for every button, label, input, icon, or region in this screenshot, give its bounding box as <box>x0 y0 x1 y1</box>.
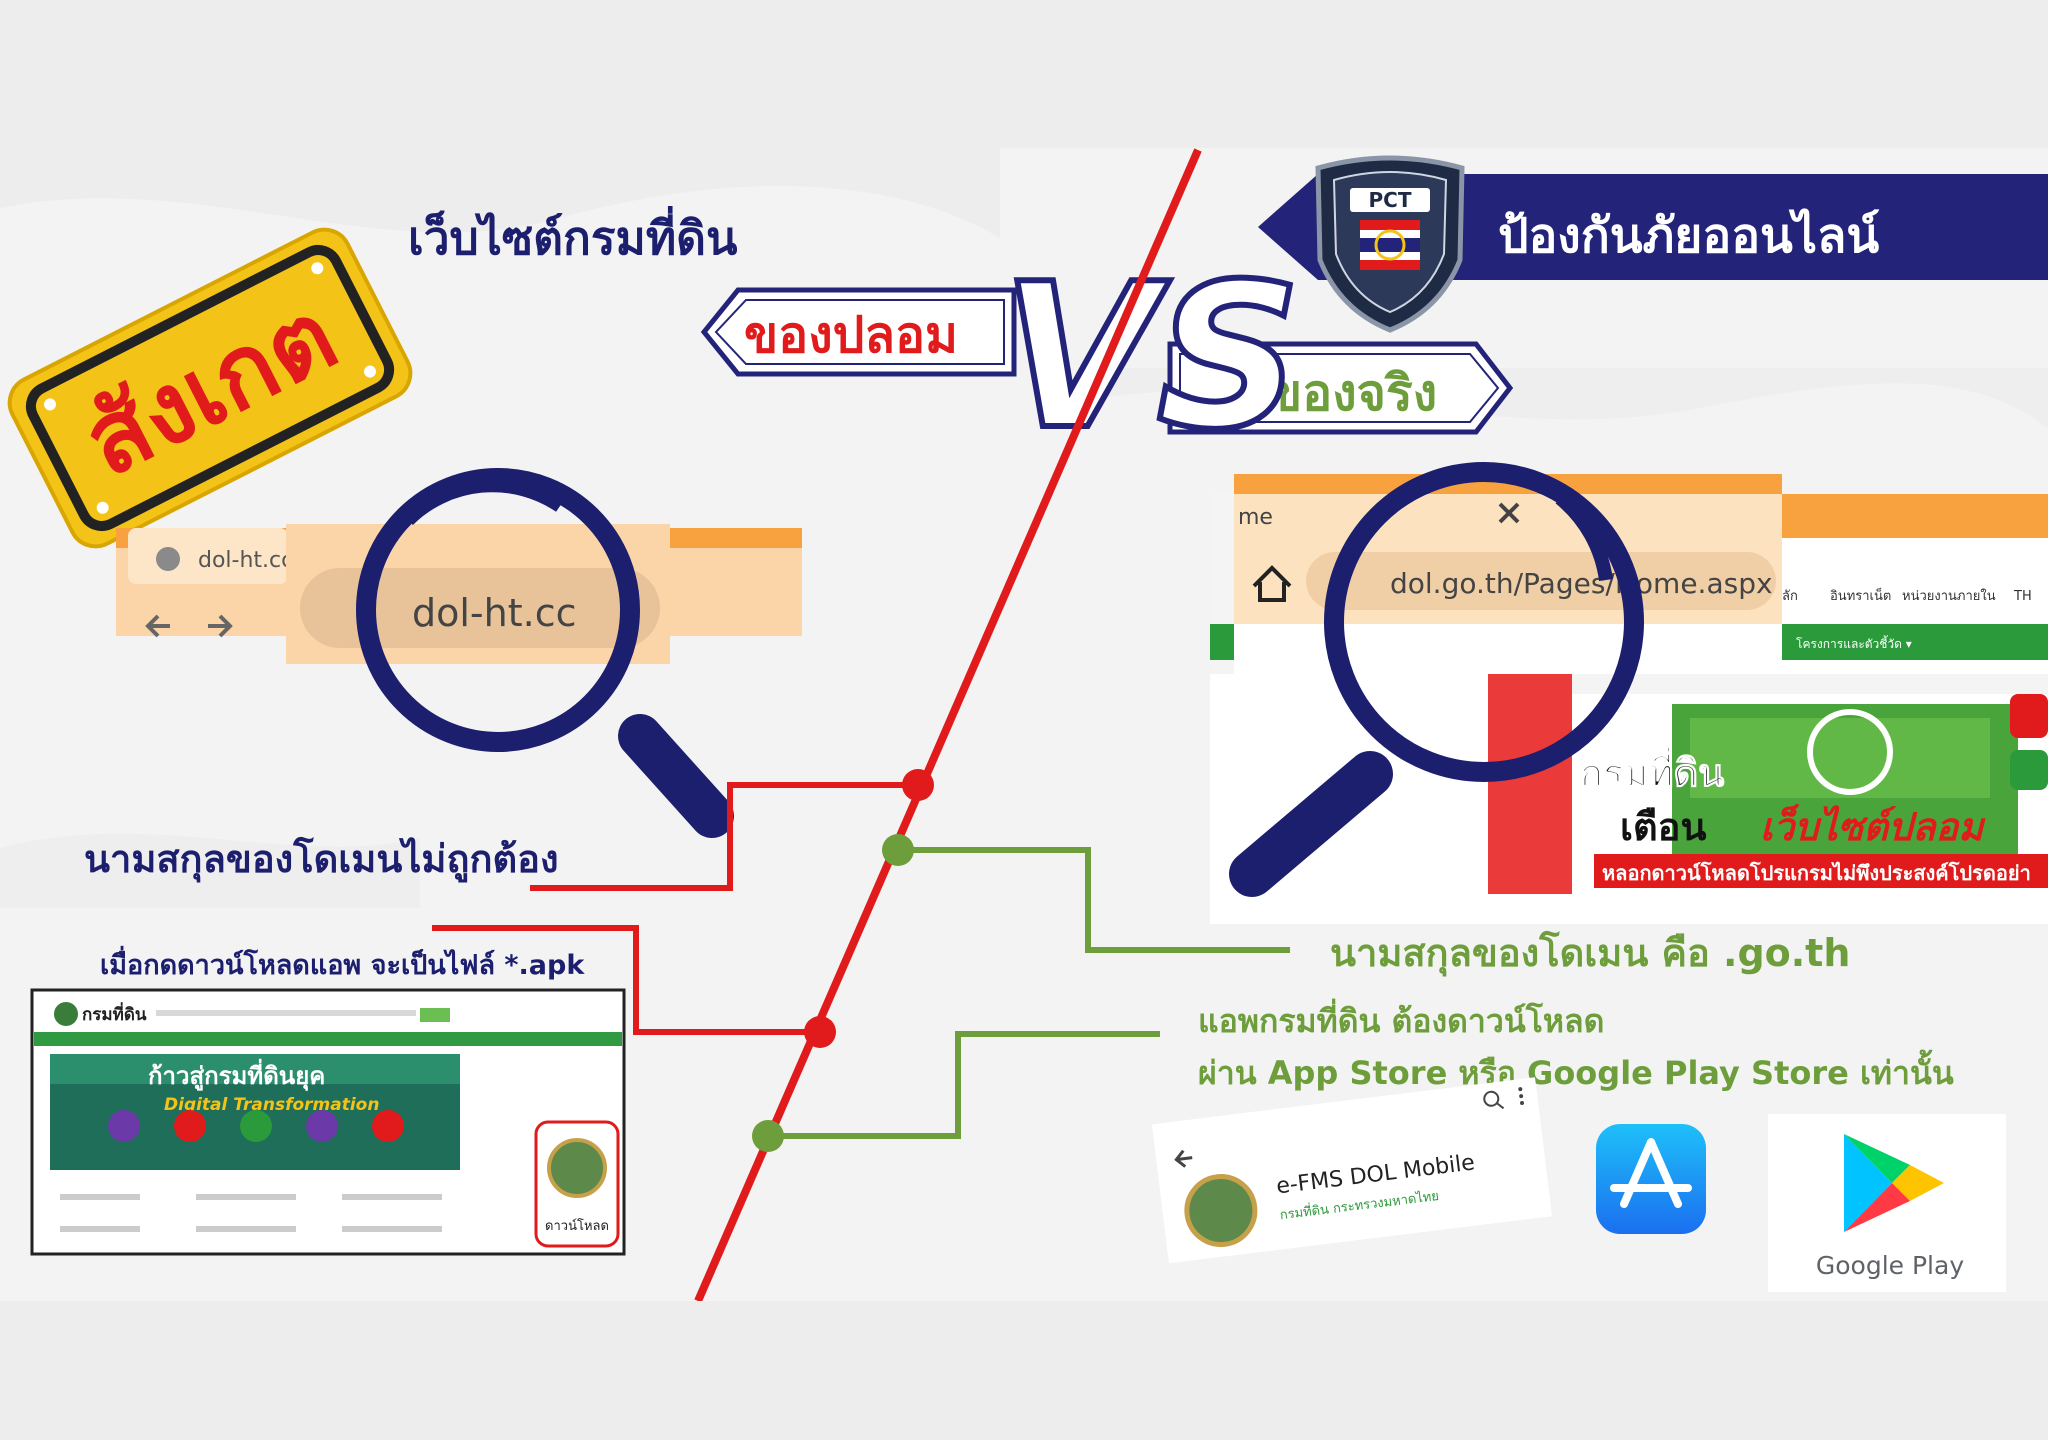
poster: ป้องกันภัยออนไลน์ PCT สังเกต เว็บไซต์กรม… <box>0 148 2048 1301</box>
background-texture <box>0 148 2048 908</box>
search-icon <box>1483 1090 1500 1107</box>
arrow-left-icon <box>1174 1149 1193 1168</box>
app-note-2: ผ่าน App Store หรือ Google Play Store เท… <box>1198 1049 1954 1092</box>
warning-sign: สังเกต <box>7 227 413 549</box>
real-tab-text: me <box>1238 505 1273 530</box>
magnifier-icon <box>1229 462 1644 897</box>
more-vertical-icon <box>1518 1087 1523 1092</box>
headline: เว็บไซต์กรมที่ดิน <box>408 206 738 265</box>
news-sub: หลอกดาวน์โหลดโปรแกรมไม่พึงประสงค์โปรดอย่… <box>1602 861 2031 885</box>
fake-banner-sub: Digital Transformation <box>164 1095 379 1115</box>
real-label-text: ของจริง <box>1268 364 1437 422</box>
fake-site-logo: กรมที่ดิน <box>82 1002 147 1025</box>
logo-icon <box>54 1002 78 1026</box>
fake-label: ของปลอม <box>700 287 1017 377</box>
fake-browser: dol-ht.cc dol-ht.cc <box>116 524 802 664</box>
fake-url: dol-ht.cc <box>412 591 577 635</box>
fake-label-text: ของปลอม <box>744 306 958 364</box>
google-play-label: Google Play <box>1816 1251 1964 1280</box>
pct-badge: PCT <box>1315 155 1465 333</box>
vs-text: VS <box>1002 241 1301 474</box>
real-label: ของจริง <box>1167 341 1514 435</box>
arrow-left-icon <box>145 614 170 638</box>
connector-dot <box>804 1016 836 1048</box>
real-domain-note: นามสกุลของโดเมน คือ .go.th <box>1330 930 1850 977</box>
divider-line <box>694 148 1202 1301</box>
fake-tab-domain: dol-ht.cc <box>198 548 293 573</box>
fake-download-label: ดาวน์โหลด <box>545 1218 609 1234</box>
connector-dot <box>882 834 914 866</box>
news-line3: เว็บไซต์ปลอม <box>1760 804 1986 849</box>
real-menu-2: อินทราเน็ต <box>1830 586 1892 604</box>
banner-text: ป้องกันภัยออนไลน์ <box>1498 207 1880 264</box>
home-icon <box>1252 565 1292 602</box>
close-icon <box>1498 502 1520 524</box>
real-menu-1: ลัก <box>1782 589 1798 604</box>
connector-dot <box>902 769 934 801</box>
badge-text: PCT <box>1369 188 1412 212</box>
real-green-menu: โครงการและตัวชี้วัด ▾ <box>1796 635 1912 651</box>
real-url: dol.go.th/Pages/Home.aspx <box>1390 567 1773 600</box>
news-line2: เตือน <box>1620 805 1706 849</box>
connector-dot <box>752 1120 784 1152</box>
real-menu-3: หน่วยงานภายใน <box>1902 588 1996 604</box>
fake-domain-note: นามสกุลของโดเมนไม่ถูกต้อง <box>84 836 559 883</box>
google-play-icon: Google Play <box>1768 1114 2006 1292</box>
magnifier-icon <box>356 468 734 838</box>
news-line1: กรมที่ดิน <box>1580 746 1724 795</box>
fake-site-screenshot: กรมที่ดิน ก้าวสู่กรมที่ดินยุค Digital Tr… <box>30 988 626 1256</box>
globe-icon <box>156 547 180 571</box>
apk-note: เมื่อกดดาวน์โหลดแอพ จะเป็นไฟล์ *.apk <box>100 945 585 981</box>
poster-artwork: ป้องกันภัยออนไลน์ PCT สังเกต เว็บไซต์กรม… <box>0 148 2048 1301</box>
real-browser: me dol.go.th/Pages/Home.aspx โครงการและต… <box>1210 474 2048 924</box>
real-menu-4: TH <box>2013 589 2032 604</box>
fake-banner-title: ก้าวสู่กรมที่ดินยุค <box>148 1058 325 1092</box>
app-logo-icon <box>1184 1174 1258 1248</box>
app-note-1: แอพกรมที่ดิน ต้องดาวน์โหลด <box>1198 998 1604 1040</box>
app-store-icon <box>1596 1124 1706 1234</box>
connector-lines <box>432 782 1290 1139</box>
app-listing-card: e-FMS DOL Mobile กรมที่ดิน กระทรวงมหาดไท… <box>1151 1077 1553 1264</box>
arrow-right-icon <box>208 614 233 638</box>
